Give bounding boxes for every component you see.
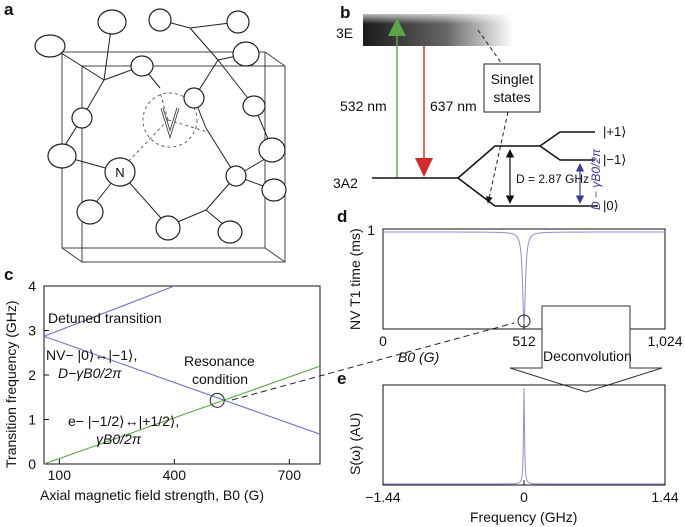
nv-transition-label-2: D−γB0/2π	[58, 365, 122, 381]
emission-arrow	[415, 46, 433, 177]
x-tick-label-c: 700	[278, 467, 302, 483]
level-plus-one: |+1⟩	[603, 124, 626, 139]
excited-state-band	[363, 14, 513, 46]
panel-c: c 100 400 700 0 1 2 3 4 Transition frequency (G…	[3, 265, 321, 503]
nv-transition-label-1: NV− |0⟩↔|−1⟩,	[46, 347, 137, 363]
zero-field-splitting-label: D = 2.87 GHz	[516, 172, 589, 186]
x-axis-label-e: Frequency (GHz)	[470, 509, 577, 525]
panel-label-b: b	[340, 3, 350, 22]
isc-dash-lower	[485, 111, 509, 204]
x-tick-label-e: −1.44	[365, 489, 401, 505]
level-minus-one: |−1⟩	[603, 152, 626, 167]
x-tick-label-d: 1,024	[647, 333, 682, 349]
panel-label-d: d	[337, 207, 347, 226]
y-tick-label-c: 4	[28, 278, 36, 294]
x-tick-label-d: 512	[512, 333, 536, 349]
detuned-transition-label: Detuned transition	[48, 310, 162, 326]
plot-lines-e: −1.44 0 1.44	[365, 387, 679, 505]
x-tick-label-e: 1.44	[651, 489, 678, 505]
panel-label-c: c	[4, 265, 13, 284]
link-dashed-line	[231, 322, 515, 401]
deconvolution-arrow	[509, 305, 663, 393]
y-tick-label-c: 1	[28, 412, 36, 428]
deconvolution-label: Deconvolution	[543, 348, 632, 364]
resonance-label-2: condition	[192, 371, 248, 387]
x-tick-label-c: 100	[48, 467, 72, 483]
crystal-lattice	[34, 8, 287, 263]
plot-lines-d: 0 512 1,024 1	[367, 222, 683, 349]
series-line-c-0	[43, 285, 175, 337]
y-tick-label-c: 3	[28, 323, 36, 339]
resonance-marker	[209, 392, 225, 408]
x-tick-label-e: 0	[520, 489, 528, 505]
level-zero: |0⟩	[603, 198, 619, 213]
ground-state-label: 3A2	[333, 175, 358, 191]
x-axis-label-c: Axial magnetic field strength, B0 (G)	[40, 487, 264, 503]
singlet-label-2: states	[493, 89, 530, 105]
x-tick-label-c: 400	[163, 467, 187, 483]
panel-label-a: a	[4, 0, 14, 19]
singlet-states-box	[483, 63, 541, 113]
detuning-label: D − γB0/2π	[589, 148, 603, 210]
x-axis-label-d: B0 (G)	[398, 349, 439, 365]
y-axis-label-c: Transition frequency (GHz)	[3, 300, 19, 468]
ground-state-levels	[372, 131, 598, 207]
x-tick-label-d: 0	[379, 333, 387, 349]
electron-transition-label-1: e− |−1/2⟩↔|+1/2⟩,	[68, 413, 179, 429]
panel-e: e −1.44 0 1.44 S(ω) (AU) Frequency (GHz)	[337, 369, 679, 525]
y-tick-label-d: 1	[367, 222, 375, 238]
axis-ticks-c: 100 400 700 0 1 2 3 4	[28, 278, 301, 483]
panel-a: a	[4, 0, 287, 263]
plot-lines-c	[43, 285, 321, 465]
emission-wavelength: 637 nm	[430, 98, 477, 114]
excitation-arrow	[388, 18, 406, 178]
y-tick-label-c: 2	[28, 367, 36, 383]
y-tick-label-c: 0	[28, 456, 36, 472]
y-axis-label-d: NV T1 time (ms)	[347, 228, 363, 330]
panel-b: b 3E 3A2 532 nm 637 nm Singlet states	[333, 3, 626, 213]
spectrum-curve	[383, 387, 665, 485]
excitation-wavelength: 532 nm	[340, 98, 387, 114]
singlet-label-1: Singlet	[491, 71, 534, 87]
y-axis-label-e: S(ω) (AU)	[347, 413, 363, 475]
panel-label-e: e	[337, 369, 346, 388]
nitrogen-atom-label: N	[115, 165, 124, 180]
resonance-label-1: Resonance	[184, 353, 255, 369]
electron-transition-label-2: γB0/2π	[96, 431, 142, 447]
series-line-c-2	[43, 365, 321, 465]
series-line-c-1	[43, 335, 321, 435]
panel-d: d 0 512 1,024 1 NV T1 time (ms) B0 (G) Deco…	[337, 207, 683, 393]
excited-state-label: 3E	[336, 25, 353, 41]
